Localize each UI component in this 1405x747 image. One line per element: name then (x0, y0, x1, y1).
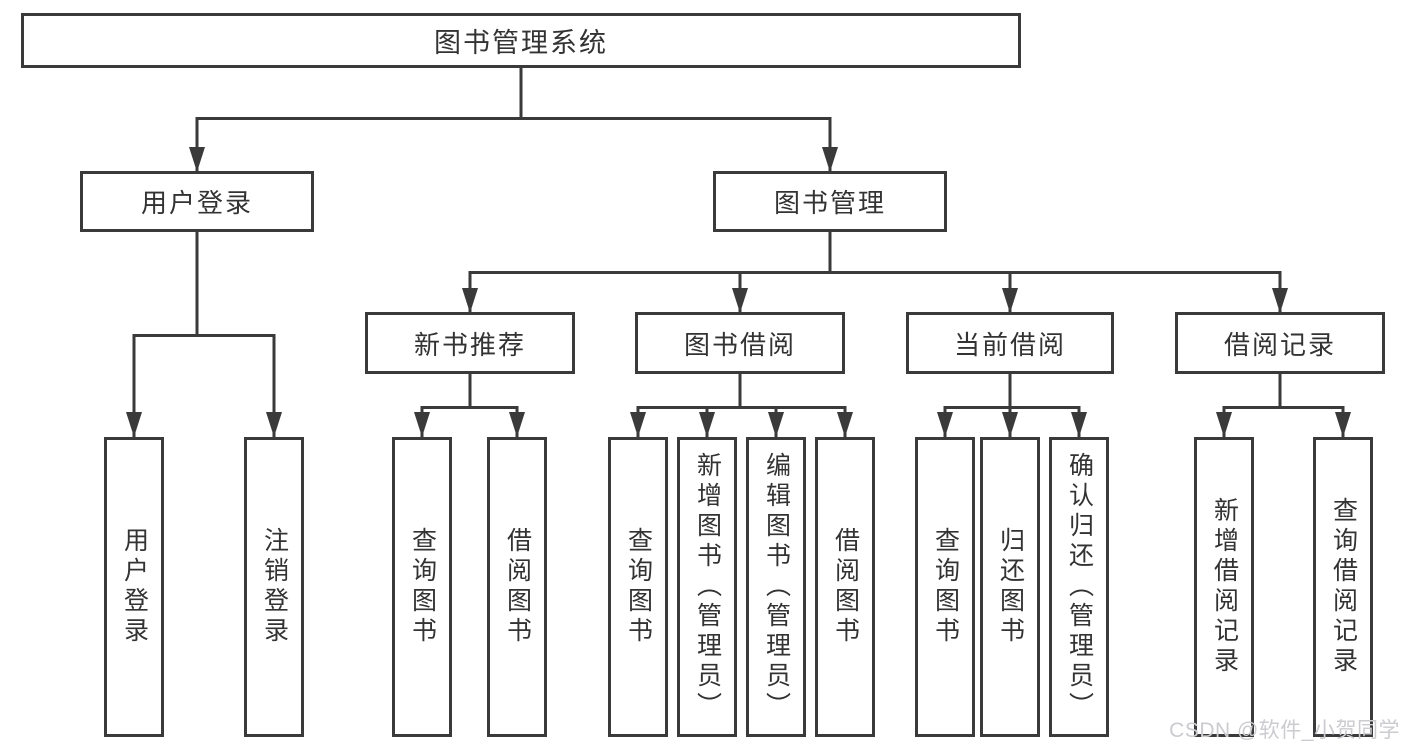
leaf-nb-query-book: 查询图书 (392, 437, 452, 737)
node-current-borrowing: 当前借阅 (906, 312, 1114, 374)
node-book-borrowing: 图书借阅 (635, 312, 845, 374)
leaf-cb-query-book: 查询图书 (915, 437, 975, 737)
leaf-nb-borrow-book: 借阅图书 (487, 437, 547, 737)
csdn-watermark: CSDN @软件_小贺同学 (1169, 719, 1400, 742)
leaf-br-query-record: 查询借阅记录 (1313, 437, 1373, 737)
leaf-cb-confirm-return-admin: 确认归还（管理员） (1049, 437, 1109, 737)
node-user-login: 用户登录 (80, 171, 314, 232)
arrowheads (126, 147, 1351, 437)
node-borrowing-records: 借阅记录 (1175, 312, 1385, 374)
node-book-management: 图书管理 (713, 171, 947, 232)
leaf-bb-borrow-book: 借阅图书 (815, 437, 875, 737)
node-library-management-system: 图书管理系统 (21, 13, 1021, 68)
leaf-cb-return-book: 归还图书 (980, 437, 1040, 737)
leaf-user-login: 用户登录 (104, 437, 164, 737)
leaf-bb-add-book-admin: 新增图书（管理员） (677, 437, 737, 737)
leaf-bb-edit-book-admin: 编辑图书（管理员） (746, 437, 806, 737)
leaf-logout: 注销登录 (244, 437, 304, 737)
leaf-bb-query-book: 查询图书 (608, 437, 668, 737)
node-new-book-recommendation: 新书推荐 (365, 312, 575, 374)
leaf-br-add-record: 新增借阅记录 (1194, 437, 1254, 737)
